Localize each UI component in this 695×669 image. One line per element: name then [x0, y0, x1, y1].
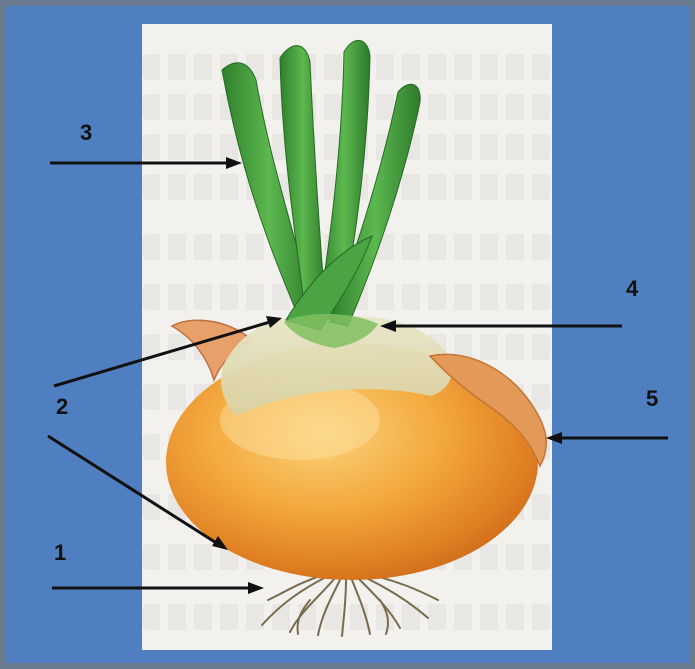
green-leaves	[222, 40, 420, 330]
roots	[262, 574, 438, 636]
label-3: 3	[80, 120, 92, 146]
label-2: 2	[56, 394, 68, 420]
label-4: 4	[626, 276, 638, 302]
label-1: 1	[54, 540, 66, 566]
label-5: 5	[646, 386, 658, 412]
